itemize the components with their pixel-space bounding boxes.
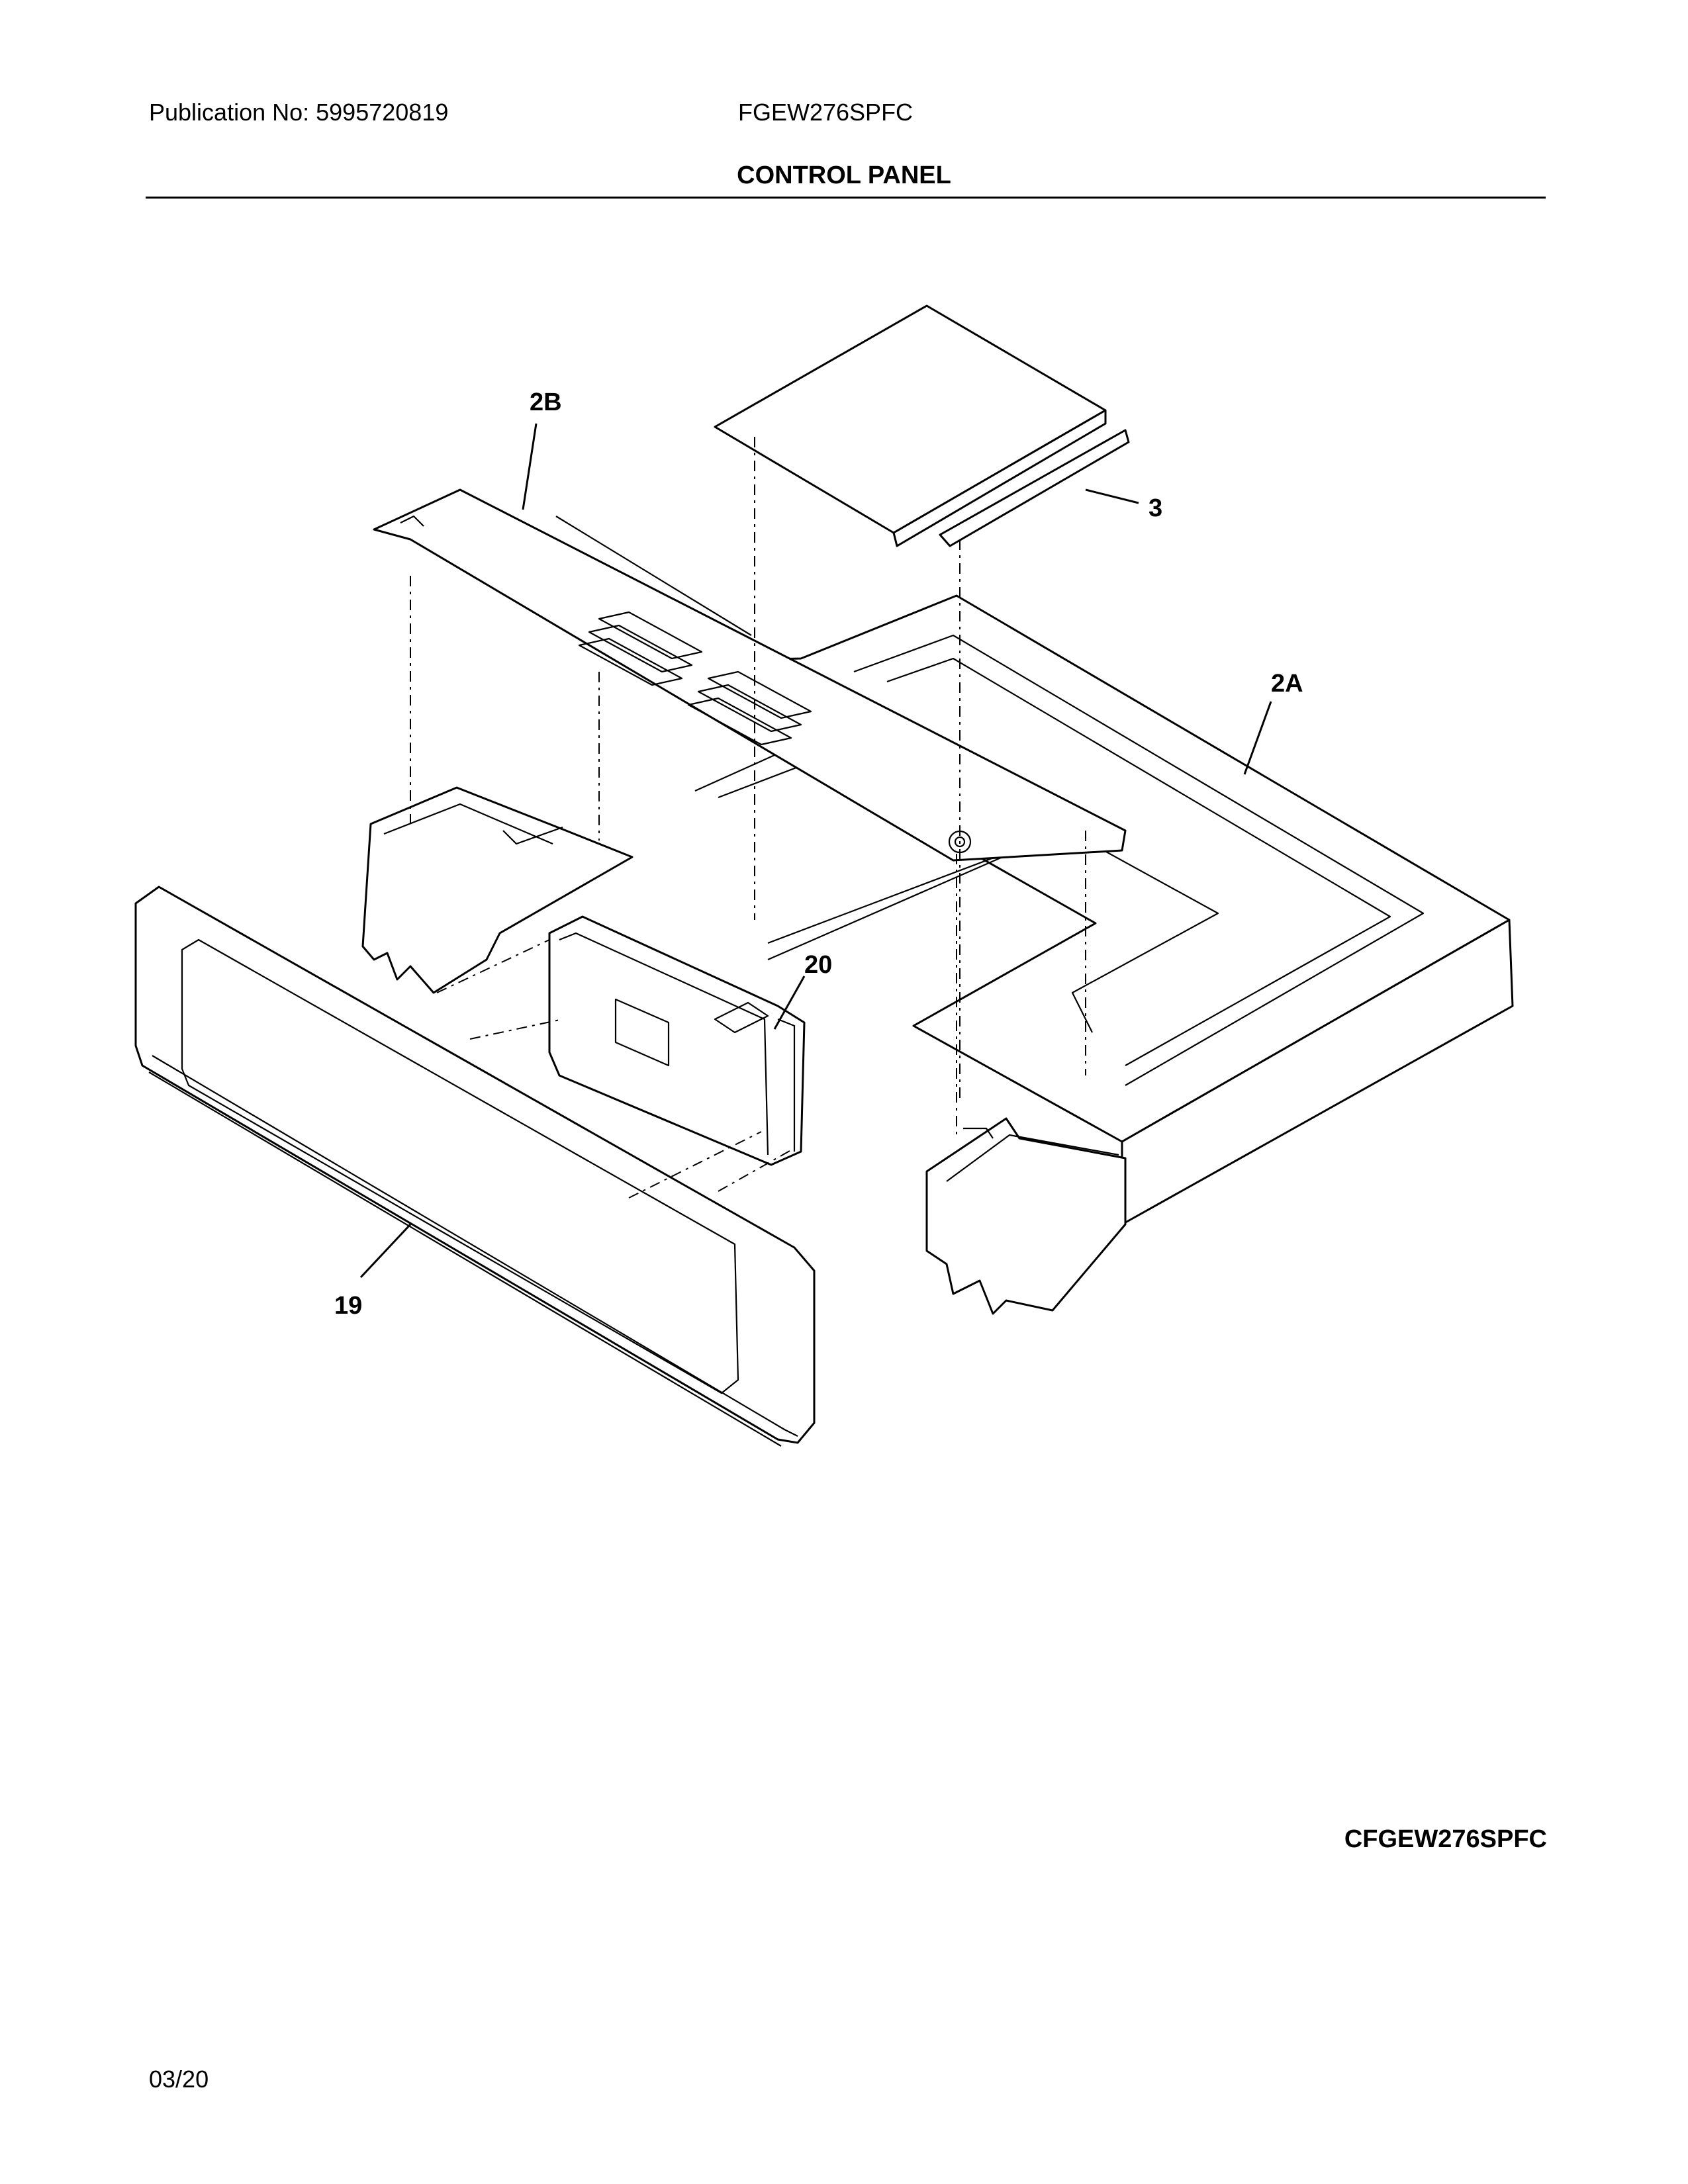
section-title: CONTROL PANEL: [737, 161, 951, 189]
callout-19: 19: [334, 1292, 362, 1320]
publication-number: Publication No: 5995720819: [149, 99, 449, 126]
diagram-code: CFGEW276SPFC: [1344, 1825, 1547, 1853]
part-19-front-trim: [134, 886, 816, 1447]
callout-3: 3: [1149, 494, 1162, 522]
leader-lines: [359, 423, 1272, 1279]
callout-2a: 2A: [1271, 670, 1303, 698]
header-rule: [146, 197, 1546, 199]
revision-date: 03/20: [149, 2066, 209, 2093]
callout-2b: 2B: [530, 388, 562, 416]
model-number: FGEW276SPFC: [738, 99, 914, 126]
callout-20: 20: [804, 951, 832, 979]
part-3-cover-plate: [714, 304, 1130, 547]
part-2b-top-cover: [373, 488, 1127, 862]
left-end-bracket: [361, 786, 633, 994]
alignment-lines: [410, 437, 1086, 1199]
